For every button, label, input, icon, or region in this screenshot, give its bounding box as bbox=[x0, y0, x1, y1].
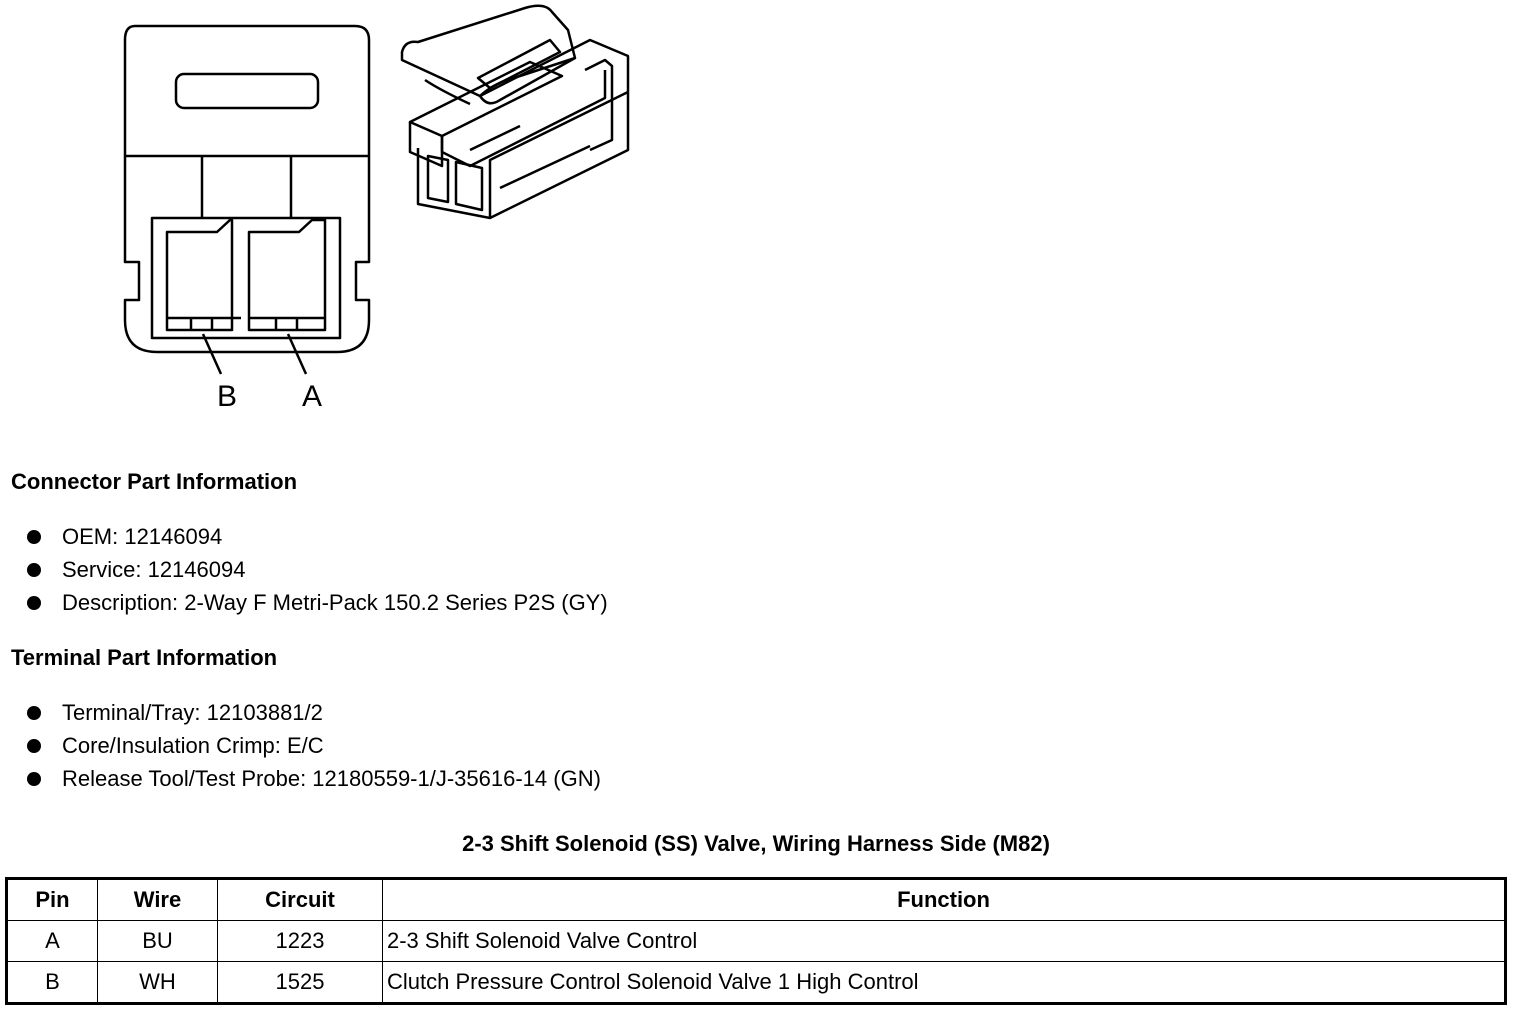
connector-face-view: B A bbox=[123, 24, 371, 413]
list-item-text: Terminal/Tray: 12103881/2 bbox=[62, 700, 323, 725]
column-header-function: Function bbox=[382, 878, 1506, 921]
cell-function: Clutch Pressure Control Solenoid Valve 1… bbox=[382, 961, 1506, 1004]
list-item-text: OEM: 12146094 bbox=[62, 524, 223, 549]
cell-function: 2-3 Shift Solenoid Valve Control bbox=[382, 920, 1506, 962]
connector-info-heading: Connector Part Information bbox=[11, 469, 298, 494]
bullet-icon bbox=[27, 739, 41, 753]
table-row: A BU 1223 2-3 Shift Solenoid Valve Contr… bbox=[6, 920, 1506, 962]
list-item-text: Service: 12146094 bbox=[62, 557, 246, 582]
pin-label-a: A bbox=[302, 380, 322, 413]
cell-pin: B bbox=[6, 961, 98, 1004]
bullet-icon bbox=[27, 706, 41, 720]
list-item-text: Core/Insulation Crimp: E/C bbox=[62, 733, 324, 758]
column-header-circuit: Circuit bbox=[217, 878, 383, 921]
column-header-pin: Pin bbox=[6, 878, 98, 921]
cell-circuit: 1525 bbox=[217, 961, 383, 1004]
bullet-icon bbox=[27, 772, 41, 786]
cell-circuit: 1223 bbox=[217, 920, 383, 962]
list-item: Terminal/Tray: 12103881/2 bbox=[27, 696, 601, 729]
table-row: B WH 1525 Clutch Pressure Control Soleno… bbox=[6, 961, 1506, 1004]
column-header-wire: Wire bbox=[97, 878, 218, 921]
terminal-info-heading: Terminal Part Information bbox=[11, 645, 278, 670]
cell-wire: WH bbox=[97, 961, 218, 1004]
list-item: Core/Insulation Crimp: E/C bbox=[27, 729, 601, 762]
pin-table-title: 2-3 Shift Solenoid (SS) Valve, Wiring Ha… bbox=[462, 831, 1050, 856]
bullet-icon bbox=[27, 596, 41, 610]
connector-isometric-view bbox=[400, 4, 630, 220]
terminal-info-list: Terminal/Tray: 12103881/2 Core/Insulatio… bbox=[27, 696, 601, 795]
list-item-text: Release Tool/Test Probe: 12180559-1/J-35… bbox=[62, 766, 601, 791]
pin-label-b: B bbox=[217, 380, 237, 413]
cell-wire: BU bbox=[97, 920, 218, 962]
pin-table: Pin Wire Circuit Function A BU 1223 2-3 … bbox=[5, 877, 1507, 1005]
bullet-icon bbox=[27, 530, 41, 544]
bullet-icon bbox=[27, 563, 41, 577]
table-header-row: Pin Wire Circuit Function bbox=[6, 878, 1506, 921]
list-item: Release Tool/Test Probe: 12180559-1/J-35… bbox=[27, 762, 601, 795]
list-item-text: Description: 2-Way F Metri-Pack 150.2 Se… bbox=[62, 590, 608, 615]
list-item: Service: 12146094 bbox=[27, 553, 608, 586]
list-item: Description: 2-Way F Metri-Pack 150.2 Se… bbox=[27, 586, 608, 619]
connector-info-list: OEM: 12146094 Service: 12146094 Descript… bbox=[27, 520, 608, 619]
cell-pin: A bbox=[6, 920, 98, 962]
list-item: OEM: 12146094 bbox=[27, 520, 608, 553]
